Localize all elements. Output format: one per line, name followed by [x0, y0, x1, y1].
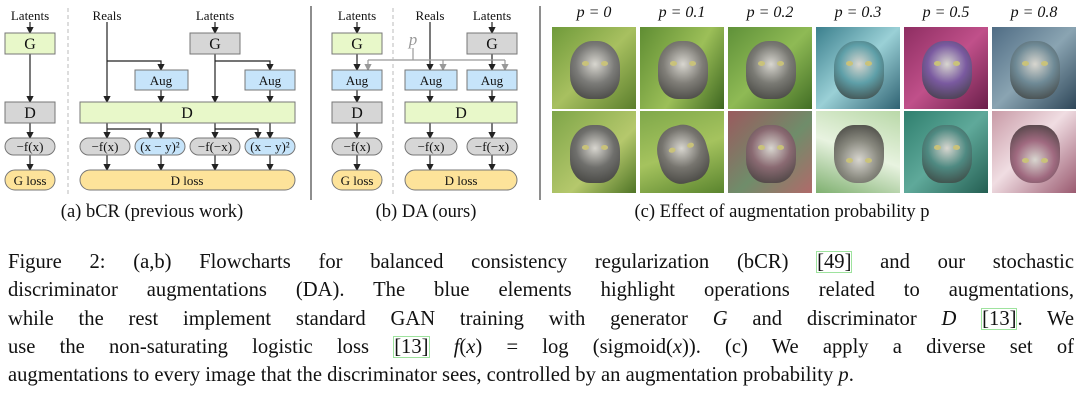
math-symbol: f [453, 335, 460, 358]
caption-line: augmentations to every image that the di… [8, 361, 1074, 389]
cat-icon [658, 41, 708, 99]
neg-f-x: −f(x) [344, 139, 371, 154]
g-label: G [24, 36, 36, 53]
p-label: p [408, 30, 418, 49]
caption-text: augmentations to every image that the di… [8, 364, 839, 387]
citation-link[interactable]: [13] [981, 307, 1018, 330]
cat-icon [834, 125, 884, 183]
augmented-cat-image [816, 111, 900, 193]
math-symbol: x [672, 335, 682, 358]
cat-icon [651, 119, 715, 189]
caption-text: ( [459, 335, 467, 358]
aug-label: Aug [481, 73, 504, 88]
math-symbol: D [941, 307, 957, 330]
column-header: p = 0.5 [922, 4, 970, 21]
cat-icon [746, 125, 796, 183]
caption-text: while the rest implement standard GAN tr… [8, 307, 713, 330]
caption-text [430, 336, 454, 358]
column-header: p = 0 [576, 4, 612, 21]
caption-text: discriminator augmentations (DA). The bl… [8, 279, 1074, 302]
caption-text: and our stochastic [852, 251, 1074, 273]
caption-text: use the non-saturating logistic loss [8, 335, 394, 358]
neg-f-x: −f(x) [92, 139, 119, 154]
aug-label: Aug [346, 73, 369, 88]
augmented-cat-image [904, 111, 988, 193]
column-header: p = 0.1 [658, 4, 706, 21]
column-header: p = 0.8 [1010, 4, 1058, 21]
d-loss: D loss [445, 173, 478, 188]
d-loss: D loss [171, 173, 204, 188]
cat-icon [570, 41, 620, 99]
augmented-cat-image [816, 27, 900, 109]
figure-caption: Figure 2: (a,b) Flowcharts for balanced … [8, 248, 1074, 389]
caption-text: Figure 2: (a,b) Flowcharts for balanced … [8, 251, 817, 273]
citation-link[interactable]: [13] [393, 335, 430, 358]
caption-text: )). (c) We apply a diverse set of [682, 335, 1074, 358]
cat-icon [834, 41, 884, 99]
augmented-cat-image [992, 111, 1076, 193]
math-symbol: p [838, 364, 849, 387]
cat-icon [1010, 125, 1060, 183]
consistency-term: (x − y)² [140, 139, 179, 154]
augmented-cat-image [640, 111, 724, 193]
d-label: D [351, 105, 363, 122]
caption-text: . [848, 364, 854, 387]
cat-icon [746, 41, 796, 99]
d-box [4, 101, 56, 124]
augmented-cat-image [992, 27, 1076, 109]
augmented-cat-image [552, 111, 636, 193]
d-label: D [181, 105, 193, 122]
reals-label: Reals [93, 8, 122, 23]
caption-b: (b) DA (ours) [375, 202, 477, 222]
neg-f-neg-x: −f(−x) [475, 139, 509, 154]
cat-icon [1010, 41, 1060, 99]
caption-line: discriminator augmentations (DA). The bl… [8, 276, 1074, 304]
caption-line: while the rest implement standard GAN tr… [8, 305, 1074, 333]
aug-label: Aug [259, 73, 282, 88]
d-label: D [455, 105, 467, 122]
aug-label: Aug [420, 73, 443, 88]
citation-link[interactable]: [49] [816, 251, 853, 273]
caption-text: . We [1017, 307, 1074, 330]
caption-a: (a) bCR (previous work) [60, 202, 244, 222]
augmented-cat-image [728, 27, 812, 109]
latents-label: Latents [196, 8, 234, 23]
latents-label: Latents [338, 8, 376, 23]
d-label: D [24, 105, 36, 122]
neg-f-x: −f(x) [17, 139, 44, 154]
g-loss: G loss [14, 173, 47, 188]
g-box [4, 32, 56, 55]
aug-label: Aug [150, 73, 173, 88]
augmented-cat-image [552, 27, 636, 109]
latents-label: Latents [473, 8, 511, 23]
caption-text: ) = log (sigmoid( [475, 335, 673, 358]
augmented-cat-image [728, 111, 812, 193]
neg-f-neg-x: −f(−x) [198, 139, 232, 154]
reals-label: Reals [416, 8, 445, 23]
cat-icon [922, 41, 972, 99]
consistency-term: (x − y)² [250, 139, 289, 154]
column-header: p = 0.2 [746, 4, 794, 21]
augmented-cat-image [904, 27, 988, 109]
cat-icon [922, 125, 972, 183]
g-label: G [209, 36, 221, 53]
caption-text: and discriminator [727, 307, 942, 330]
caption-line: Figure 2: (a,b) Flowcharts for balanced … [8, 248, 1074, 276]
g-label: G [351, 36, 363, 53]
augmented-cat-image [640, 27, 724, 109]
latents-label: Latents [11, 8, 49, 23]
math-symbol: x [466, 335, 476, 358]
neg-f-x: −f(x) [418, 139, 445, 154]
cat-icon [570, 125, 620, 183]
g-loss: G loss [341, 173, 374, 188]
caption-c: (c) Effect of augmentation probability p [634, 202, 930, 222]
caption-text [956, 308, 981, 330]
math-symbol: G [712, 307, 728, 330]
g-label: G [486, 36, 498, 53]
flowcharts: Latents G D −f(x) G loss Reals Latents G… [4, 6, 541, 200]
column-header: p = 0.3 [834, 4, 882, 21]
caption-line: use the non-saturating logistic loss [13… [8, 333, 1074, 361]
